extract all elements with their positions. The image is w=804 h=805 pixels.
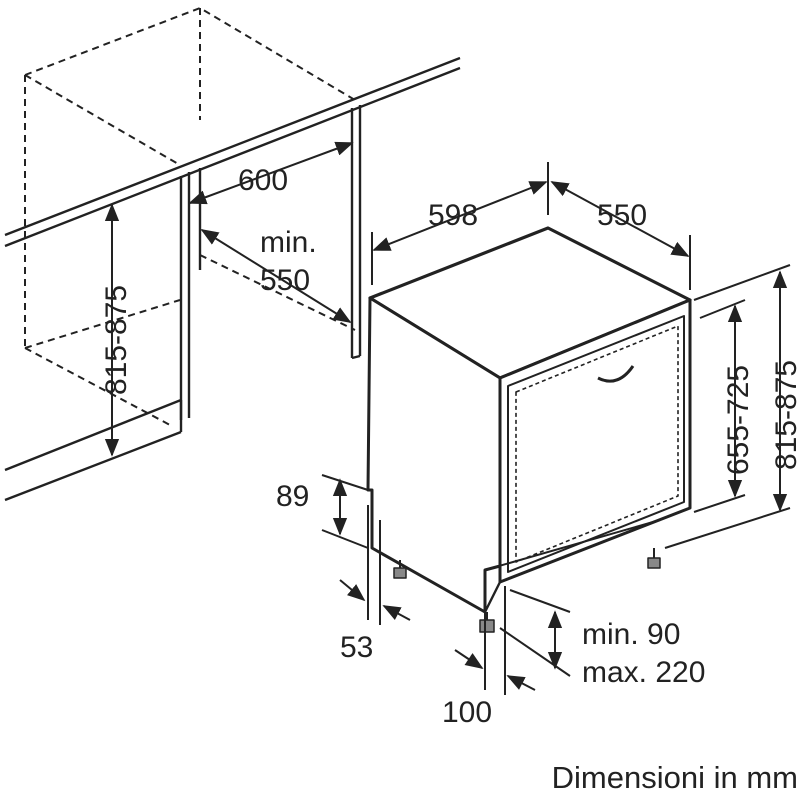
label-cavity-width: 600 (238, 164, 288, 197)
ext-floor-right (664, 507, 791, 549)
foot-back-left (393, 567, 407, 579)
dimension-labels: 600 min. 550 815-875 598 550 655-725 815… (100, 164, 803, 729)
dim-setback-right (506, 675, 536, 691)
label-base-height: 89 (276, 480, 309, 513)
label-cavity-height: 815-875 (100, 285, 133, 395)
label-cavity-depth-min: min. (260, 226, 317, 259)
label-door-height: 655-725 (722, 365, 755, 475)
floor-lines (4, 398, 183, 502)
dim-cavity-width (188, 141, 354, 205)
dim-setback-left (454, 649, 484, 669)
label-foot-offset: 53 (340, 631, 373, 664)
foot-front-left (479, 619, 495, 633)
label-appliance-depth: 550 (597, 199, 647, 232)
door-inner-edge (515, 325, 679, 563)
label-plinth-max: max. 220 (582, 656, 705, 689)
worktop (4, 56, 461, 248)
dim-appliance-depth (550, 181, 690, 257)
ext-right-top (693, 264, 791, 301)
label-plinth-min: min. 90 (582, 618, 680, 651)
dim-cavity-depth (200, 229, 352, 323)
label-appliance-width: 598 (428, 199, 478, 232)
label-appliance-height: 815-875 (770, 360, 803, 470)
ext-plinth-bottom (499, 627, 571, 677)
dim-foot-offset-right (382, 605, 411, 621)
units-caption: Dimensioni in mm (551, 760, 798, 795)
ext-plinth-top (509, 589, 571, 613)
ext-door-bottom (693, 494, 746, 513)
ext-89-top (321, 474, 369, 491)
dishwasher (366, 226, 692, 633)
dimension-lines (104, 141, 791, 695)
dim-appliance-width (372, 181, 548, 251)
ext-door-top (699, 299, 746, 319)
label-plinth-setback: 100 (442, 696, 492, 729)
door-handle-icon (597, 365, 635, 383)
dishwasher-door (507, 315, 685, 573)
ext-89-bottom (321, 529, 369, 549)
dim-foot-offset-left (339, 579, 366, 602)
foot-front-right (647, 557, 661, 569)
cavity-walls (179, 105, 362, 420)
label-cavity-depth-value: 550 (260, 264, 310, 297)
